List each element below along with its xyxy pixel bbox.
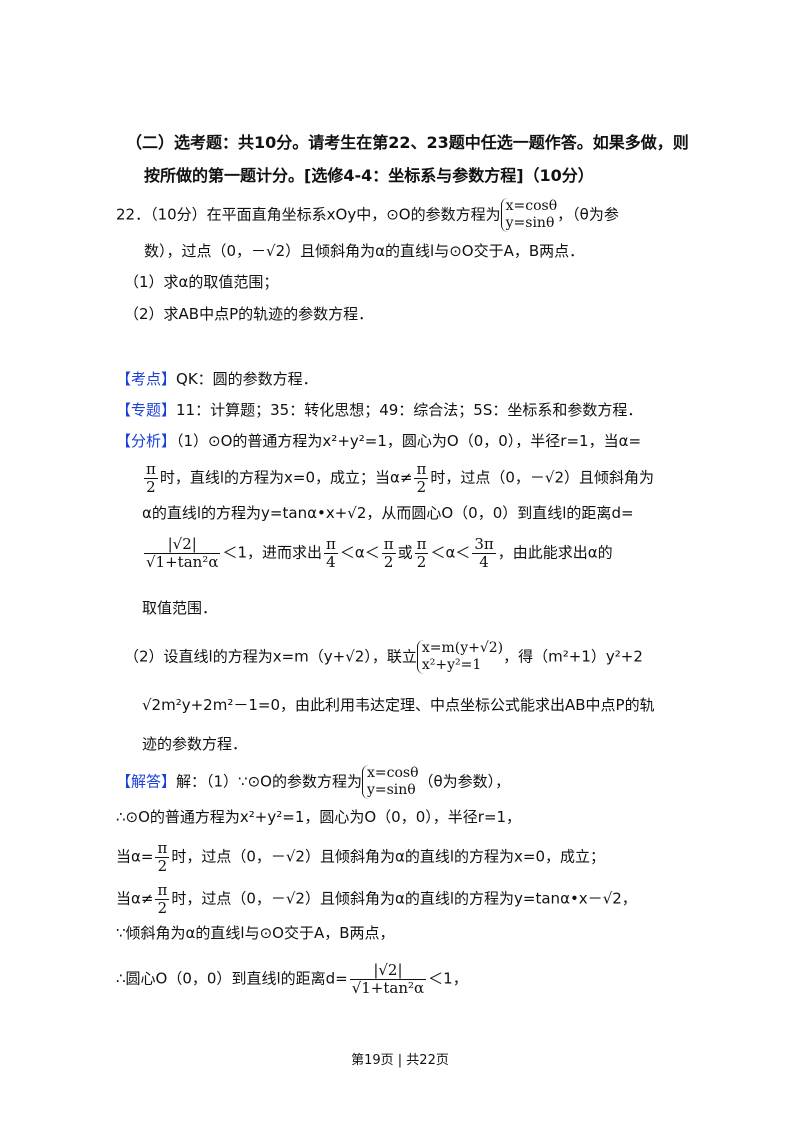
section-header-line-2: 按所做的第一题计分。[选修4-4：坐标系与参数方程]（10分）: [144, 166, 594, 185]
fenxi-tag: 【分析】: [116, 432, 177, 450]
fenxi-line-7: √2m²y+2m²－1=0，由此利用韦达定理、中点坐标公式能求出AB中点P的轨: [142, 696, 655, 714]
page-footer: 第19页 | 共22页: [351, 1053, 449, 1068]
jieda-line-6: ∴圆心O（0，0）到直线l的距离d=|√2|√1+tan²α＜1，: [116, 961, 468, 997]
jieda-line-2: ∴⊙O的普通方程为x²+y²=1，圆心为O（0，0），半径r=1，: [116, 808, 522, 826]
distance-fraction: |√2|√1+tan²α: [349, 961, 427, 997]
zhuanti-tag: 【专题】: [116, 401, 177, 419]
section-header-line-1: （二）选考题：共10分。请考生在第22、23题中任选一题作答。如果多做，则: [126, 133, 689, 152]
sqrt2: √2: [266, 242, 286, 260]
distance-fraction: |√2|√1+tan²α: [144, 535, 221, 571]
kaodian-line: 【考点】QK：圆的参数方程．: [116, 370, 318, 388]
question-part-1: （1）求α的取值范围；: [124, 273, 279, 291]
fenxi-line-8: 迹的参数方程．: [142, 735, 248, 753]
kaodian-tag: 【考点】: [116, 370, 177, 388]
line-circle-system: x=m(y+√2)x²+y²=1: [416, 640, 503, 674]
question-part-2: （2）求AB中点P的轨迹的参数方程．: [124, 305, 374, 323]
question-22-line-2: 数），过点（0，－√2）且倾斜角为α的直线l与⊙O交于A，B两点．: [144, 242, 585, 260]
fenxi-line-1: 【分析】（1）⊙O的普通方程为x²+y²=1，圆心为O（0，0），半径r=1，当…: [116, 432, 642, 450]
jieda-line-5: ∵倾斜角为α的直线l与⊙O交于A，B两点，: [116, 924, 395, 942]
zhuanti-line: 【专题】11：计算题；35：转化思想；49：综合法；5S：坐标系和参数方程．: [116, 401, 643, 419]
fenxi-line-3: α的直线l的方程为y=tanα•x+√2，从而圆心O（0，0）到直线l的距离d=: [142, 504, 634, 522]
jieda-tag: 【解答】: [116, 772, 177, 791]
fenxi-line-5: 取值范围．: [142, 599, 218, 617]
